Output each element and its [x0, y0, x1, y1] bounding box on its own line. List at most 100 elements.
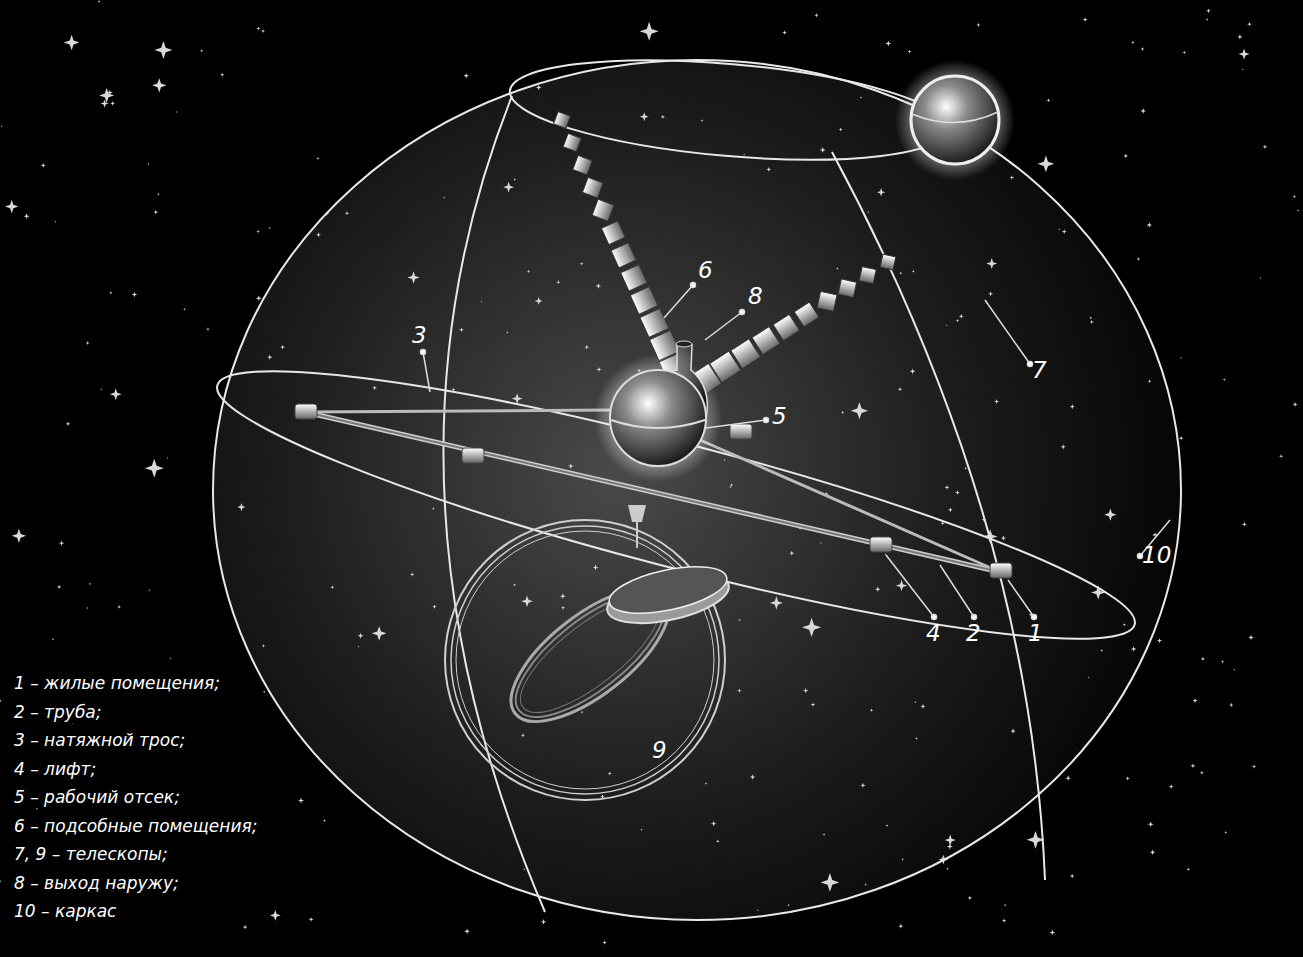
star — [309, 917, 314, 922]
star — [1297, 209, 1300, 212]
star — [877, 188, 885, 196]
star — [513, 583, 516, 586]
star — [515, 397, 520, 402]
star — [464, 928, 470, 934]
star — [948, 507, 953, 512]
star — [1237, 34, 1242, 39]
star — [153, 210, 158, 215]
utility-room — [563, 133, 581, 151]
star — [270, 910, 281, 921]
star — [1252, 764, 1256, 768]
star — [885, 41, 891, 47]
star — [1242, 522, 1247, 527]
star — [1179, 436, 1184, 441]
star — [110, 101, 115, 106]
star — [867, 211, 870, 214]
utility-room — [794, 302, 819, 327]
star — [860, 96, 863, 99]
star — [789, 551, 794, 556]
star — [968, 896, 972, 900]
star — [1147, 222, 1153, 228]
star — [24, 213, 30, 219]
star — [100, 388, 102, 390]
star — [711, 821, 717, 827]
star — [603, 941, 607, 945]
star — [262, 644, 266, 648]
star — [803, 688, 809, 694]
star — [561, 606, 565, 610]
star — [1206, 18, 1209, 21]
star — [1292, 195, 1296, 199]
star — [41, 163, 46, 168]
star — [1123, 154, 1128, 159]
star — [593, 565, 599, 571]
utility-room — [640, 308, 669, 337]
star — [54, 221, 56, 223]
star — [915, 737, 918, 740]
star — [1279, 454, 1283, 458]
star — [527, 270, 531, 274]
star — [117, 605, 121, 609]
star — [1070, 874, 1075, 879]
star — [716, 839, 720, 843]
star — [851, 402, 868, 419]
star — [101, 100, 109, 108]
star — [581, 711, 584, 714]
star — [237, 503, 245, 511]
star — [110, 388, 122, 400]
star — [1002, 918, 1006, 922]
star — [964, 467, 967, 470]
callout-number: 4 — [926, 620, 941, 646]
star — [316, 232, 321, 237]
star — [145, 459, 164, 478]
utility-room — [611, 243, 636, 268]
star — [1038, 155, 1055, 172]
star — [330, 585, 334, 589]
star — [580, 262, 584, 266]
key-line: 8 – выход наружу; — [11, 872, 182, 894]
star — [358, 633, 364, 639]
star — [821, 873, 840, 892]
star — [1001, 535, 1006, 540]
star — [107, 90, 113, 96]
star — [52, 638, 55, 641]
star — [945, 485, 950, 490]
callout-number: 2 — [966, 620, 981, 646]
star — [875, 587, 880, 592]
star — [541, 919, 547, 925]
star — [1131, 646, 1136, 651]
star — [1221, 660, 1225, 664]
star — [1141, 47, 1145, 51]
star — [298, 798, 304, 804]
star — [898, 924, 903, 929]
key-line: 5 – рабочий отсек; — [11, 786, 183, 808]
star — [1131, 41, 1134, 44]
star — [506, 331, 509, 334]
star — [1239, 48, 1250, 59]
star — [1100, 649, 1103, 652]
star — [1090, 320, 1094, 324]
star — [1180, 357, 1182, 359]
callout-number: 1 — [1028, 620, 1043, 646]
star — [345, 211, 349, 215]
utility-room — [773, 314, 800, 341]
star — [1061, 444, 1066, 449]
star — [1083, 17, 1088, 22]
star — [0, 700, 2, 703]
star — [947, 843, 953, 849]
star — [836, 267, 839, 270]
star — [183, 308, 186, 311]
star — [568, 463, 574, 469]
star — [766, 167, 771, 172]
star — [521, 733, 525, 737]
callout-number: 10 — [1142, 542, 1171, 568]
star — [372, 626, 387, 641]
star — [1062, 229, 1067, 234]
star — [1088, 676, 1090, 678]
star — [256, 295, 262, 301]
star — [1293, 402, 1298, 407]
star — [757, 909, 759, 911]
star — [787, 904, 790, 907]
star — [556, 280, 560, 284]
star — [901, 858, 904, 861]
